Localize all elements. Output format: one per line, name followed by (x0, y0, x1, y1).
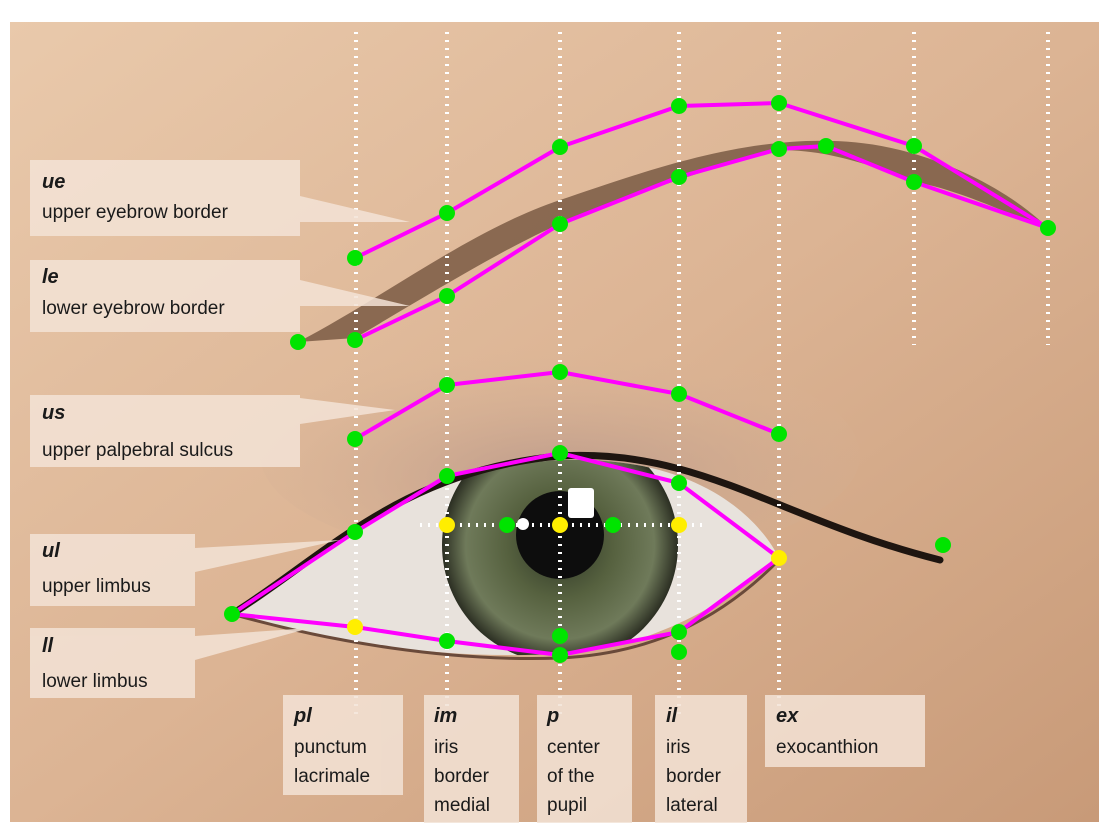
landmark-point (906, 174, 922, 190)
desc-le-1: lower eyebrow border (42, 298, 225, 319)
landmark-point (552, 647, 568, 663)
label-box-le (30, 260, 300, 332)
landmark-point (347, 524, 363, 540)
desc-il-3: lateral (666, 795, 718, 816)
landmark-point (671, 169, 687, 185)
abbr-p: p (546, 705, 559, 727)
landmark-point (671, 644, 687, 660)
landmark-point (499, 517, 515, 533)
reference-point-pl (347, 619, 363, 635)
desc-p-1: center (547, 737, 600, 758)
landmark-point (347, 332, 363, 348)
pupil-highlight (568, 488, 594, 518)
abbr-ul: ul (42, 540, 60, 562)
desc-im-2: border (434, 766, 490, 787)
abbr-le: le (42, 266, 59, 288)
landmark-point (552, 445, 568, 461)
landmark-point (906, 138, 922, 154)
landmark-point (439, 377, 455, 393)
reference-point-il (671, 517, 687, 533)
abbr-ex: ex (776, 705, 799, 727)
desc-p-3: pupil (547, 795, 587, 816)
landmark-point (439, 205, 455, 221)
landmark-point (605, 517, 621, 533)
landmark-point (771, 426, 787, 442)
abbr-us: us (42, 402, 65, 424)
reference-point-ex (771, 550, 787, 566)
landmark-point (439, 288, 455, 304)
landmark-point (439, 633, 455, 649)
pupil-reflection (517, 518, 529, 530)
abbr-pl: pl (293, 705, 312, 727)
desc-ex-1: exocanthion (776, 737, 878, 758)
landmark-point (671, 98, 687, 114)
desc-pl-1: punctum (294, 737, 367, 758)
desc-il-2: border (666, 766, 722, 787)
landmark-point (552, 364, 568, 380)
landmark-point (671, 624, 687, 640)
landmark-point (224, 606, 240, 622)
landmark-point (1040, 220, 1056, 236)
abbr-ue: ue (42, 171, 65, 193)
landmark-point (935, 537, 951, 553)
desc-il-1: iris (666, 737, 690, 758)
landmark-point (290, 334, 306, 350)
desc-ul-1: upper limbus (42, 576, 151, 597)
desc-p-2: of the (547, 766, 595, 787)
desc-im-3: medial (434, 795, 490, 816)
desc-us-1: upper palpebral sulcus (42, 440, 233, 461)
landmark-point (552, 628, 568, 644)
desc-ue-1: upper eyebrow border (42, 202, 229, 223)
landmark-point (818, 138, 834, 154)
landmark-point (552, 216, 568, 232)
landmark-point (671, 475, 687, 491)
reference-point-im (439, 517, 455, 533)
landmark-point (671, 386, 687, 402)
landmark-point (439, 468, 455, 484)
abbr-im: im (434, 705, 457, 727)
landmark-point (771, 141, 787, 157)
landmark-point (347, 431, 363, 447)
desc-ll-1: lower limbus (42, 671, 148, 692)
abbr-il: il (666, 705, 678, 727)
label-box-ue (30, 160, 300, 236)
landmark-point (771, 95, 787, 111)
desc-pl-2: lacrimale (294, 766, 370, 787)
abbr-ll: ll (42, 635, 54, 657)
reference-point-p (552, 517, 568, 533)
landmark-point (347, 250, 363, 266)
landmark-point (552, 139, 568, 155)
desc-im-1: iris (434, 737, 458, 758)
